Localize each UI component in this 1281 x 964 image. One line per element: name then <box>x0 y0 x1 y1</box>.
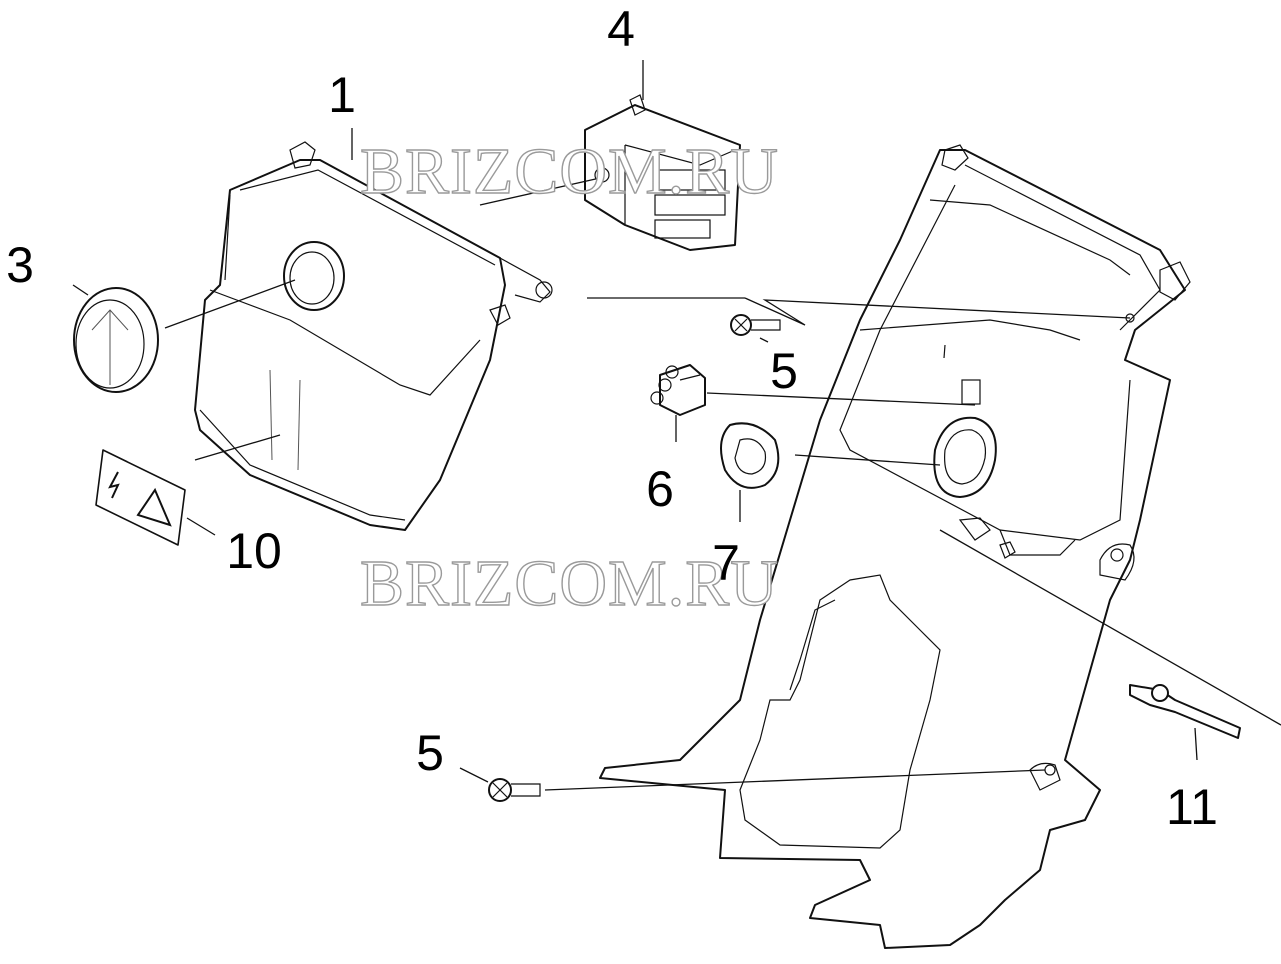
part-5-screw-upper <box>730 314 781 336</box>
part-4-switch-block <box>584 94 741 251</box>
callout-6: 6 <box>646 461 674 517</box>
callout-7: 7 <box>712 535 740 591</box>
part-6-terminal-block <box>650 364 706 416</box>
callout-5-upper: 5 <box>770 343 798 399</box>
callout-3: 3 <box>6 237 34 293</box>
watermark-middle: BRIZCOM.RU <box>360 547 779 620</box>
callout-5-lower: 5 <box>416 725 444 781</box>
watermark-top: BRIZCOM.RU <box>360 135 779 208</box>
callout-11: 11 <box>1166 779 1218 835</box>
part-10-warning-label <box>95 449 186 546</box>
callout-10: 10 <box>226 523 282 579</box>
part-5-screw-lower <box>488 778 541 802</box>
callout-1: 1 <box>328 67 356 123</box>
part-3-knob-cap <box>73 287 159 393</box>
part-11-clip <box>1129 684 1241 739</box>
housing-frame <box>599 144 1191 949</box>
callout-4: 4 <box>607 1 635 57</box>
leader-lines <box>72 60 1281 791</box>
part-7-grommet <box>720 422 780 489</box>
